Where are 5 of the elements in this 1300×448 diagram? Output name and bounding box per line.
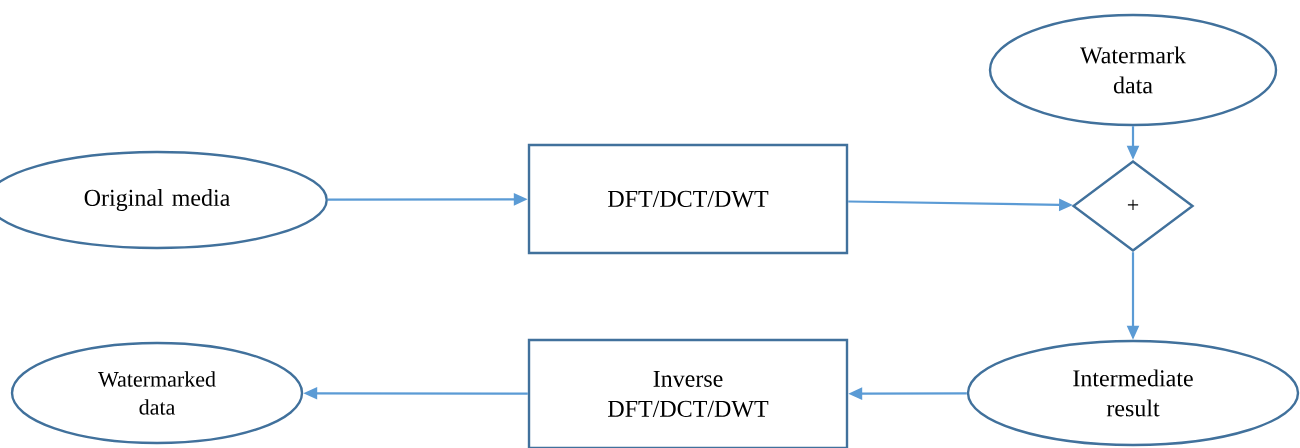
process-box: DFT/DCT/DWT xyxy=(527,143,849,255)
ellipse-node: Intermediate result xyxy=(966,339,1300,447)
process-box: Inverse DFT/DCT/DWT xyxy=(527,338,849,448)
ellipse-node: Watermark data xyxy=(988,13,1278,127)
ellipse-node: Watermarked data xyxy=(10,341,304,445)
